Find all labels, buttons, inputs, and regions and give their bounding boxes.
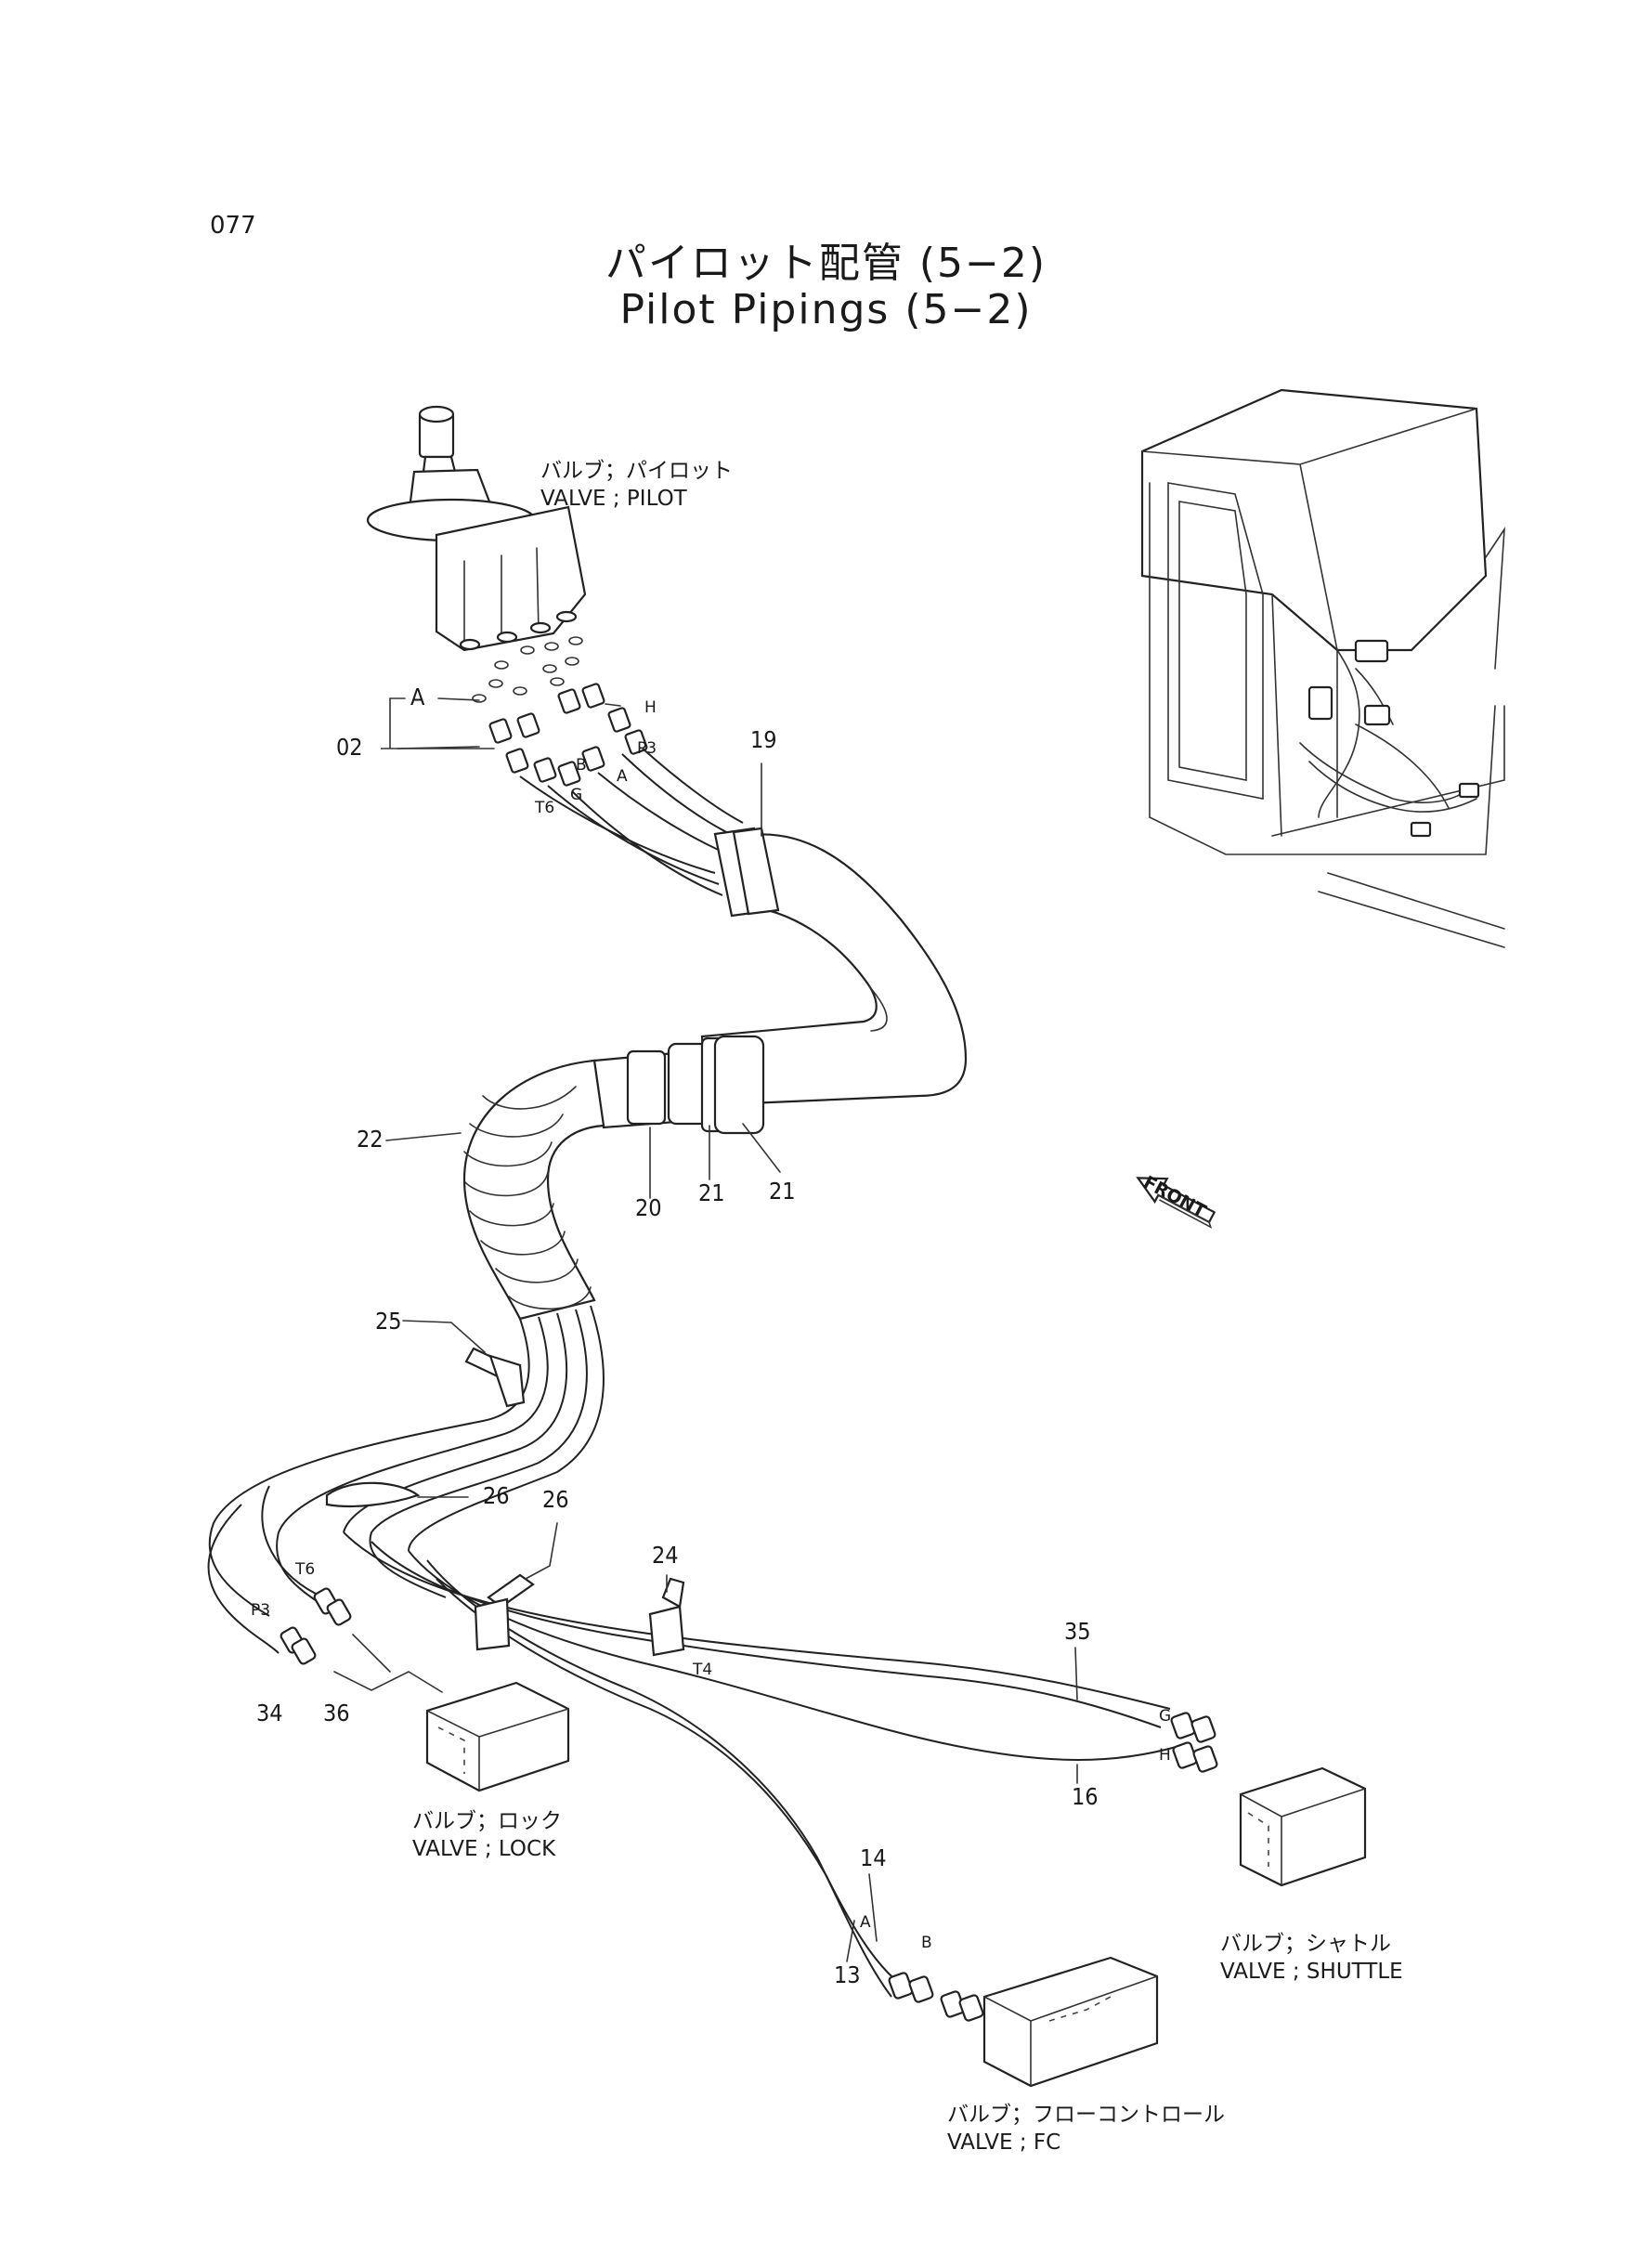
port-T4: T4 xyxy=(693,1661,713,1679)
port-T6-lock: T6 xyxy=(295,1560,316,1579)
port-H-top: H xyxy=(644,698,657,717)
fc-valve-label-jp: バルブ；フローコントロール xyxy=(947,2103,1225,2127)
pilot-fittings-drawing xyxy=(488,683,744,896)
port-P3-lock: P3 xyxy=(251,1601,271,1620)
callout-24: 24 xyxy=(652,1542,679,1569)
callout-22: 22 xyxy=(357,1126,384,1153)
callout-20: 20 xyxy=(635,1194,662,1221)
lock-valve-label-jp: バルブ；ロック xyxy=(412,1809,562,1833)
title-japanese: パイロット配管 (5−2) xyxy=(605,240,1047,287)
leader-lines xyxy=(381,697,1078,1962)
fc-valve-drawing xyxy=(888,1956,1159,2088)
excavator-cab-drawing xyxy=(1140,388,1505,948)
callout-25: 25 xyxy=(375,1308,402,1335)
pilot-valve-drawing xyxy=(366,405,587,703)
callout-26-left: 26 xyxy=(483,1482,510,1509)
callout-14: 14 xyxy=(860,1844,887,1871)
port-B-fc: B xyxy=(921,1934,932,1952)
callout-35: 35 xyxy=(1064,1618,1091,1645)
port-G-top: G xyxy=(570,786,583,804)
port-A-top: A xyxy=(410,684,425,710)
pilot-valve-label-en: VALVE ; PILOT xyxy=(540,487,687,511)
shuttle-valve-label-jp: バルブ；シャトル xyxy=(1220,1932,1391,1956)
fc-valve-label-en: VALVE ; FC xyxy=(947,2130,1061,2155)
protector-hose-drawing xyxy=(592,827,968,1135)
callout-34: 34 xyxy=(256,1700,283,1726)
callout-21-left: 21 xyxy=(698,1179,725,1206)
hose-bundle-drawing xyxy=(207,1305,1180,1998)
port-G-shuttle: G xyxy=(1159,1707,1172,1726)
callout-21-right: 21 xyxy=(769,1178,796,1205)
callout-26-right: 26 xyxy=(542,1486,569,1513)
shuttle-valve-label-en: VALVE ; SHUTTLE xyxy=(1220,1960,1403,1984)
shuttle-valve-drawing xyxy=(1170,1712,1367,1887)
lock-valve-label-en: VALVE ; LOCK xyxy=(412,1837,556,1861)
pilot-valve-label: バルブ；パイロット VALVE ; PILOT xyxy=(540,457,733,513)
front-arrow-drawing xyxy=(1136,1177,1216,1229)
clamps-drawing xyxy=(325,1347,685,1657)
shuttle-valve-label: バルブ；シャトル VALVE ; SHUTTLE xyxy=(1220,1930,1403,1986)
callout-02: 02 xyxy=(336,734,363,761)
spiral-guard-drawing xyxy=(462,1059,605,1321)
port-B-top: B xyxy=(576,756,587,775)
port-H-shuttle: H xyxy=(1159,1746,1171,1765)
callout-36: 36 xyxy=(323,1700,350,1726)
pilot-valve-label-jp: バルブ；パイロット xyxy=(540,459,733,483)
fc-valve-label: バルブ；フローコントロール VALVE ; FC xyxy=(947,2101,1225,2156)
lock-valve-label: バルブ；ロック VALVE ; LOCK xyxy=(412,1807,562,1863)
lock-fittings-drawing xyxy=(280,1587,352,1665)
port-A-fc: A xyxy=(860,1913,871,1932)
port-T6-top: T6 xyxy=(535,799,555,817)
page-number: 077 xyxy=(210,212,256,240)
title-english: Pilot Pipings (5−2) xyxy=(619,286,1033,333)
port-P3-top: P3 xyxy=(637,739,657,758)
callout-19: 19 xyxy=(750,726,777,753)
port-A-mid: A xyxy=(617,767,628,786)
callout-13: 13 xyxy=(834,1961,861,1988)
callout-16: 16 xyxy=(1072,1783,1099,1810)
lock-valve-drawing xyxy=(333,1634,570,1792)
